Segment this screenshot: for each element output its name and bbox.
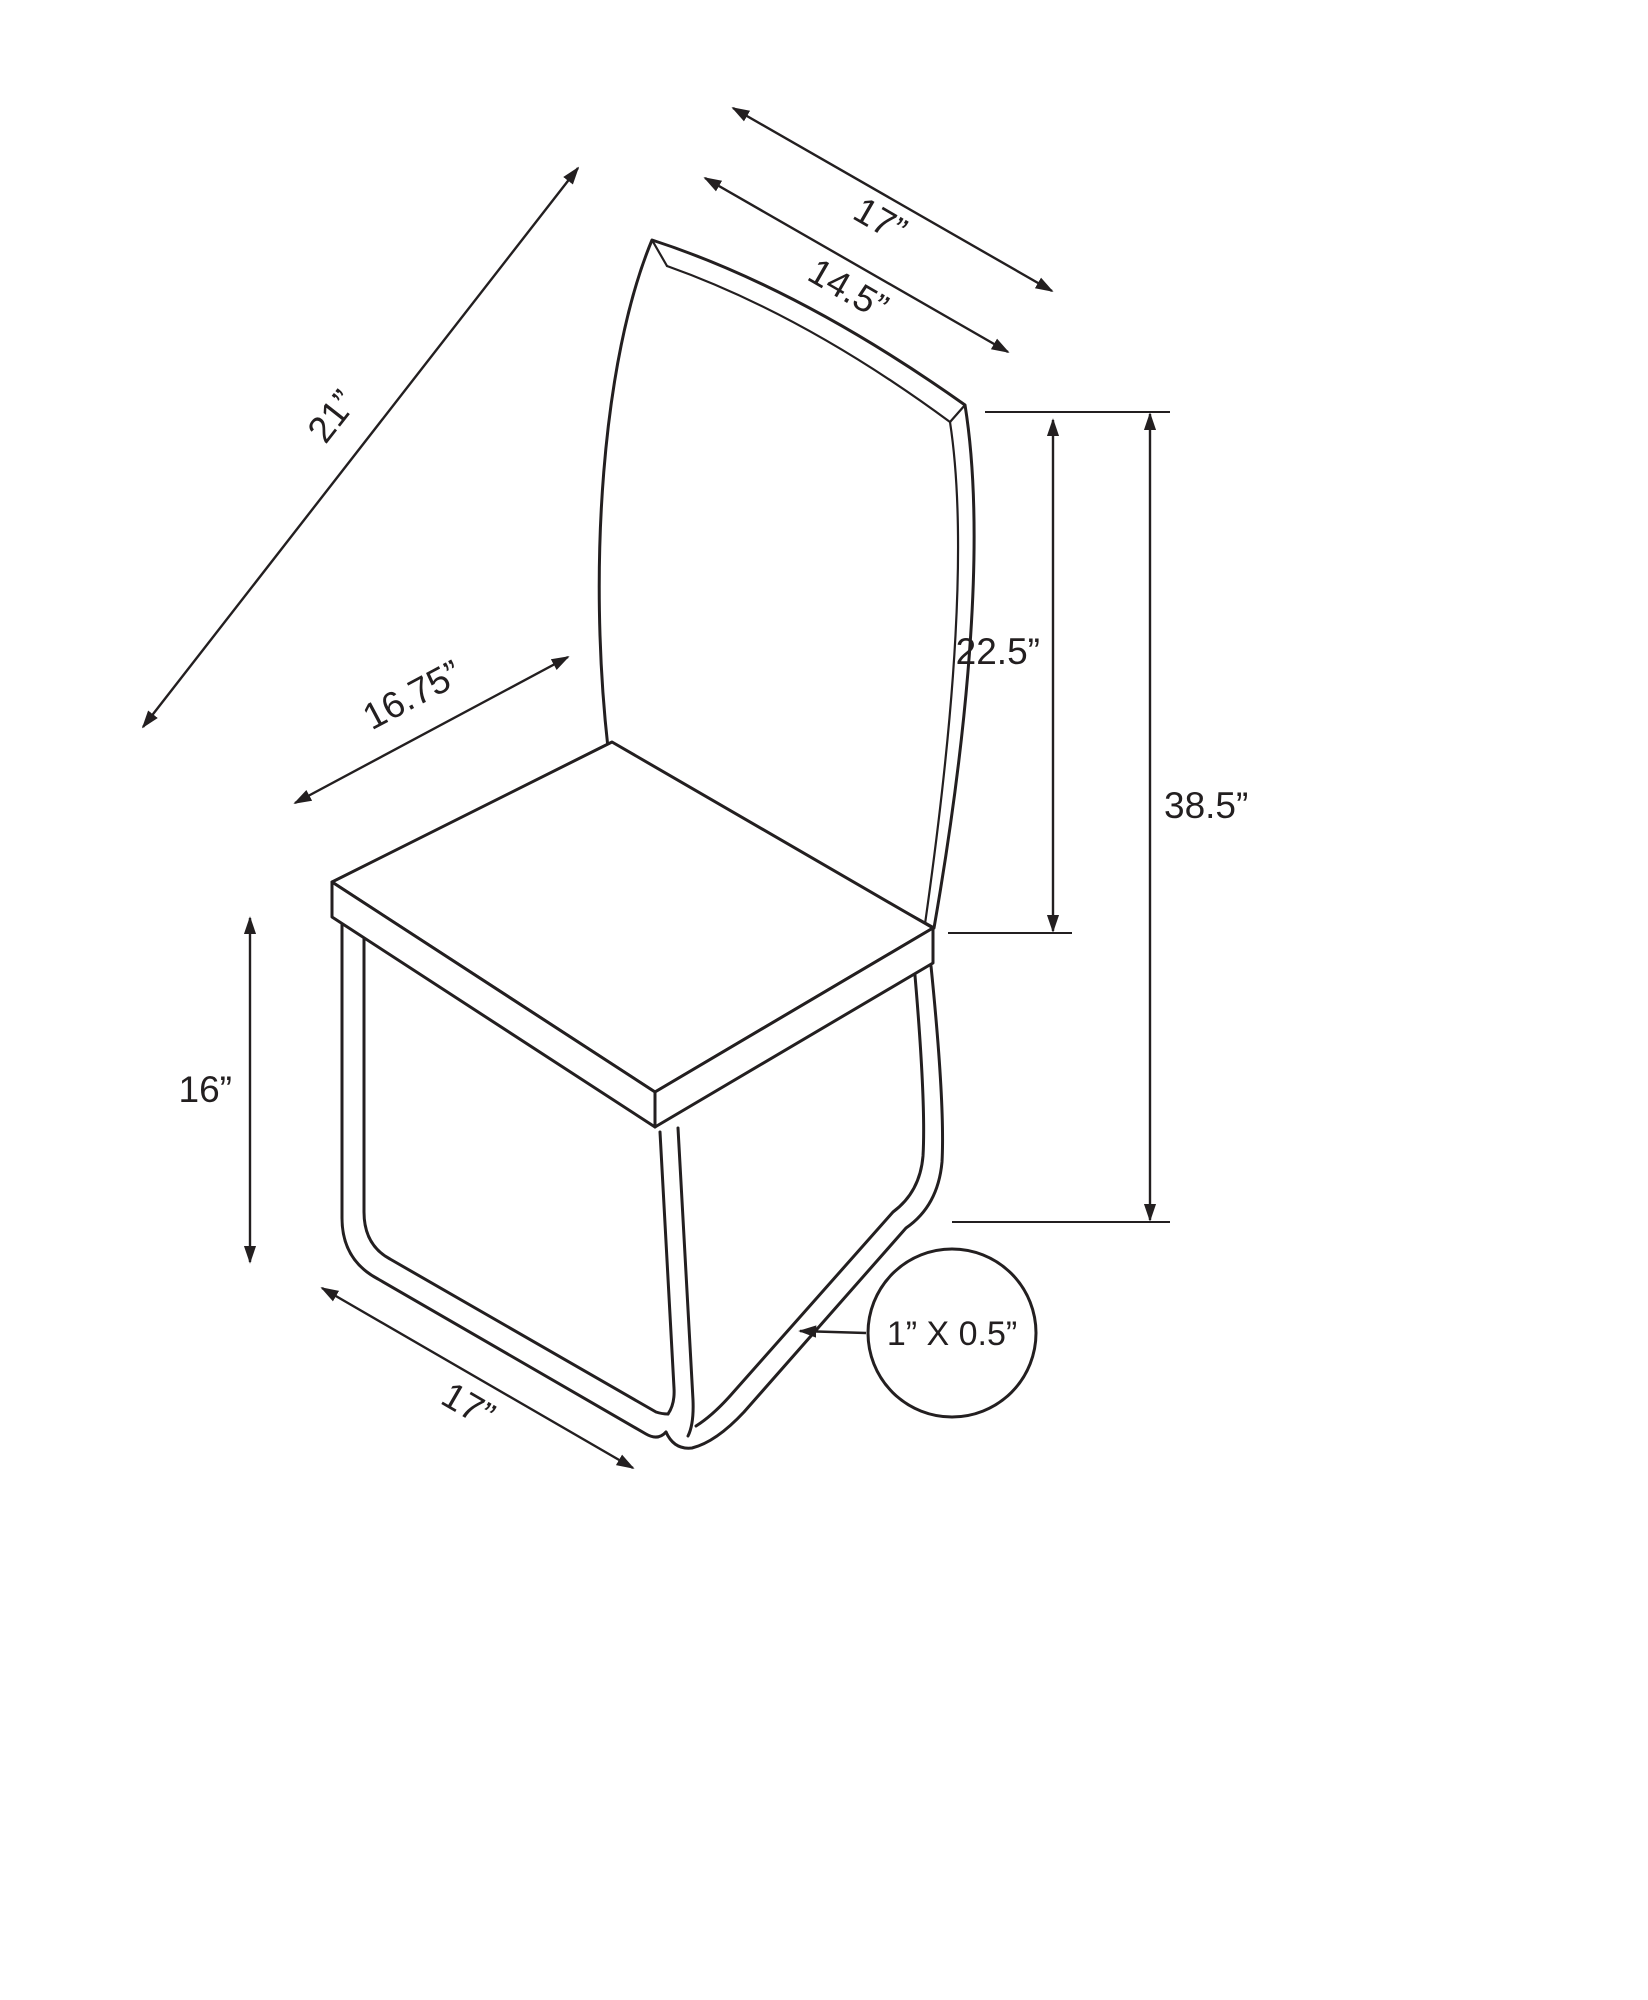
- right-leg-inner-line: [694, 962, 926, 1428]
- dimension-line-base-depth: [320, 1286, 635, 1470]
- seat-right-face: [653, 926, 935, 1129]
- backrest-right-corner-edge: [948, 403, 967, 424]
- dimension-overall-height: 38.5”: [1143, 412, 1248, 1222]
- dimension-seat-depth: 16.75”: [293, 652, 570, 805]
- tube-size-leader-arrow: [798, 1325, 867, 1338]
- dimension-line-seat-depth: [293, 655, 570, 805]
- backrest-right-inner-edge: [923, 420, 960, 926]
- tube-size-label: 1” X 0.5”: [887, 1315, 1017, 1353]
- tube-size-callout: 1” X 0.5”: [798, 1247, 1038, 1419]
- dimension-floor-to-seat-height: 16”: [179, 916, 257, 1264]
- chair-drawing: [330, 238, 976, 1450]
- dimension-label-seat-to-top-height: 22.5”: [956, 631, 1040, 672]
- chair-legs: [340, 898, 944, 1450]
- dimension-line-backrest-diagonal: [141, 166, 580, 729]
- dimension-backrest-diagonal: 21”: [141, 166, 580, 729]
- dimension-back-top-width: 17”: [731, 106, 1054, 293]
- dimension-label-seat-depth: 16.75”: [356, 652, 468, 737]
- dimension-label-overall-height: 38.5”: [1164, 785, 1248, 826]
- dimension-label-backrest-diagonal: 21”: [300, 383, 365, 450]
- front-sled-outer-line: [340, 900, 668, 1439]
- front-sled-inner-line: [362, 898, 670, 1416]
- right-leg-outer-line: [664, 964, 944, 1450]
- dimension-line-backrest-width: [703, 176, 1010, 354]
- dimension-seat-to-top-height: 22.5”: [956, 418, 1060, 933]
- extension-lines: [948, 411, 1170, 1223]
- tube-size-callout-circle: [866, 1247, 1038, 1419]
- dimension-label-floor-to-seat-height: 16”: [179, 1069, 232, 1110]
- dimension-label-base-depth: 17”: [435, 1374, 502, 1436]
- front-right-post-outer-line: [676, 1126, 695, 1438]
- backrest-top-corner-edge: [650, 238, 669, 268]
- dimension-base-depth: 17”: [320, 1286, 635, 1470]
- dimension-label-back-top-width: 17”: [847, 189, 914, 251]
- dimension-line-back-top-width: [731, 106, 1054, 293]
- front-right-post-inner-line: [658, 1130, 676, 1416]
- chair-seat: [330, 740, 935, 1129]
